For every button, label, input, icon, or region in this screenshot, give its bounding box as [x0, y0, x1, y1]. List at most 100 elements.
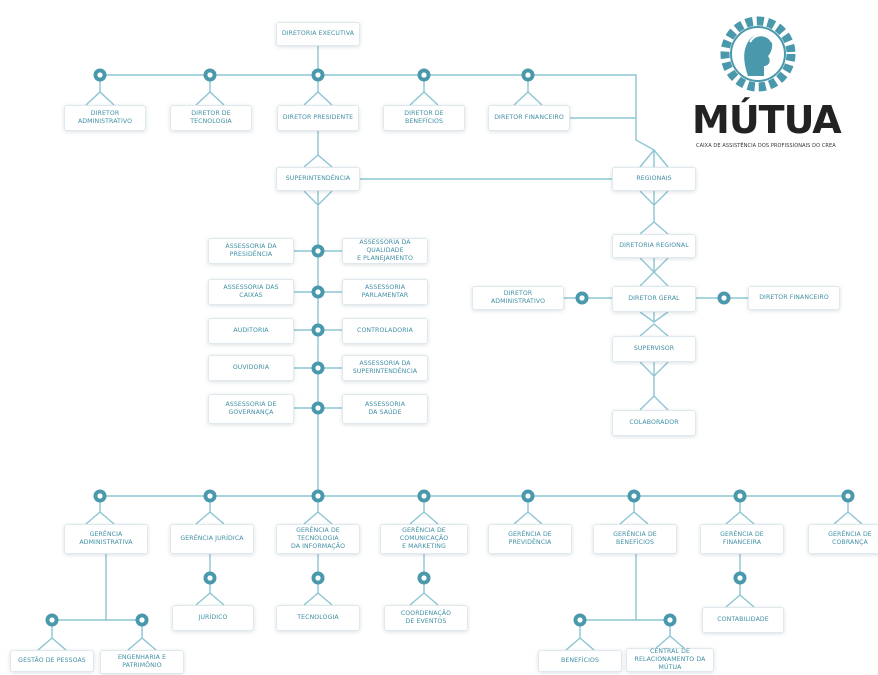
node-executiva: DIRETORIA EXECUTIVA: [276, 22, 360, 46]
connector-dots: [45, 68, 855, 627]
node-reg-dir-fin: DIRETOR FINANCEIRO: [748, 286, 840, 310]
connector-node-dot: [93, 68, 107, 82]
node-contabilidade: CONTABILIDADE: [702, 607, 784, 633]
connector-line: [195, 592, 225, 606]
connector-line: [409, 511, 439, 525]
connector-line: [409, 592, 439, 606]
connector-node-dot: [841, 489, 855, 503]
connector-node-dot: [203, 489, 217, 503]
connector-node-dot: [717, 291, 731, 305]
connector-node-dot: [135, 613, 149, 627]
node-ger-cob: GERÊNCIA DE COBRANÇA: [808, 524, 878, 554]
connector-node-dot: [203, 68, 217, 82]
node-ger-com: GERÊNCIA DE COMUNICAÇÃO E MARKETING: [380, 524, 468, 554]
node-dir-fin: DIRETOR FINANCEIRO: [488, 105, 570, 131]
connector-line: [639, 361, 669, 377]
connector-node-dot: [311, 489, 325, 503]
node-ger-fin: GERÊNCIA DE FINANCEIRA: [700, 524, 784, 554]
connector-node-dot: [311, 571, 325, 585]
node-dir-geral: DIRETOR GERAL: [612, 286, 696, 312]
connector-node-dot: [311, 361, 325, 375]
connector-node-dot: [521, 68, 535, 82]
node-juridico: JURÍDICO: [172, 605, 254, 631]
connector-node-dot: [521, 489, 535, 503]
connector-line: [639, 395, 669, 411]
connector-line: [725, 594, 755, 608]
connector-line: [639, 190, 669, 206]
connector-node-dot: [311, 285, 325, 299]
node-tecnologia: TECNOLOGIA: [276, 605, 360, 631]
node-ouvidoria: OUVIDORIA: [208, 355, 294, 381]
node-dir-ben: DIRETOR DE BENEFÍCIOS: [383, 105, 465, 131]
connector-node-dot: [663, 613, 677, 627]
connector-line: [639, 311, 669, 323]
node-ass-pres: ASSESSORIA DA PRESIDÊNCIA: [208, 238, 294, 264]
node-beneficios: BENEFÍCIOS: [538, 650, 622, 672]
node-coord-eventos: COORDENAÇÃO DE EVENTOS: [384, 605, 468, 631]
node-superint: SUPERINTENDÊNCIA: [276, 167, 360, 191]
connector-node-dot: [733, 489, 747, 503]
node-ass-caixas: ASSESSORIA DAS CAIXAS: [208, 279, 294, 305]
node-ger-ti: GERÊNCIA DE TECNOLOGIA DA INFORMAÇÃO: [276, 524, 360, 554]
connector-node-dot: [627, 489, 641, 503]
connector-line: [655, 635, 685, 649]
node-ass-parl: ASSESSORIA PARLAMENTAR: [342, 279, 428, 305]
mutua-logo: [720, 16, 796, 92]
node-supervisor: SUPERVISOR: [612, 336, 696, 362]
connector-line: [833, 511, 863, 525]
connector-node-dot: [311, 401, 325, 415]
connector-node-dot: [575, 291, 589, 305]
connector-line: [303, 91, 333, 106]
node-central-rel: CENTRAL DE RELACIONAMENTO DA MÚTUA: [626, 648, 714, 672]
node-auditoria: AUDITORIA: [208, 318, 294, 344]
logo-wordmark: MÚTUA: [692, 98, 842, 142]
connector-line: [513, 91, 543, 106]
connector-line: [513, 511, 543, 525]
connector-node-dot: [45, 613, 59, 627]
node-controladoria: CONTROLADORIA: [342, 318, 428, 344]
node-ass-qual: ASSESSORIA DA QUALIDADE E PLANEJAMENTO: [342, 238, 428, 264]
connector-line: [639, 271, 669, 287]
node-dir-tec: DIRETOR DE TECNOLOGIA: [170, 105, 252, 131]
connector-line: [303, 511, 333, 525]
connector-node-dot: [311, 244, 325, 258]
connector-node-dot: [311, 68, 325, 82]
connector-node-dot: [417, 571, 431, 585]
connector-line: [127, 637, 157, 651]
connector-line: [639, 148, 669, 168]
connector-line: [37, 637, 67, 651]
connector-node-dot: [93, 489, 107, 503]
connector-line: [409, 91, 439, 106]
connector-line: [725, 511, 755, 525]
connector-node-dot: [417, 489, 431, 503]
node-ger-ben: GERÊNCIA DE BENEFÍCIOS: [593, 524, 677, 554]
logo-subtitle: CAIXA DE ASSISTÊNCIA DOS PROFISSIONAIS D…: [696, 143, 836, 149]
node-ger-prev: GERÊNCIA DE PREVIDÊNCIA: [488, 524, 572, 554]
connector-line: [195, 511, 225, 525]
connector-node-dot: [203, 571, 217, 585]
connector-node-dot: [733, 571, 747, 585]
connector-line: [303, 154, 333, 168]
node-dir-adm: DIRETOR ADMINISTRATIVO: [64, 105, 146, 131]
node-ger-jur: GERÊNCIA JURÍDICA: [170, 524, 254, 554]
connector-node-dot: [311, 323, 325, 337]
connector-line: [85, 511, 115, 525]
connector-line: [195, 91, 225, 106]
connector-node-dot: [417, 68, 431, 82]
connector-lines: [37, 46, 863, 651]
node-ass-gov: ASSESSORIA DE GOVERNANÇA: [208, 394, 294, 424]
node-ass-saude: ASSESSORIA DA SAÚDE: [342, 394, 428, 424]
node-ass-super: ASSESSORIA DA SUPERINTENDÊNCIA: [342, 355, 428, 381]
connector-line: [639, 221, 669, 235]
connector-line: [565, 637, 595, 651]
node-eng-patrimonio: ENGENHARIA E PATRIMÔNIO: [100, 650, 184, 674]
node-dir-regional: DIRETORIA REGIONAL: [612, 234, 696, 258]
connector-node-dot: [573, 613, 587, 627]
connector-line: [303, 592, 333, 606]
node-ger-adm: GERÊNCIA ADMINISTRATIVA: [64, 524, 148, 554]
connector-line: [51, 554, 107, 638]
node-colaborador: COLABORADOR: [612, 410, 696, 436]
connector-line: [639, 323, 669, 337]
connector-line: [619, 511, 649, 525]
